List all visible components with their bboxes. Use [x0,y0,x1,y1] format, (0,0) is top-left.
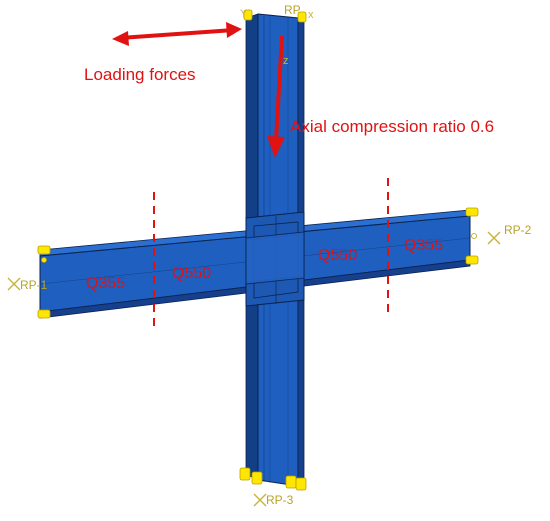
rp-1-label: RP-1 [20,278,48,292]
loading-forces-label: Loading forces [84,65,196,84]
rp-2-label: RP-2 [504,223,532,237]
steel-grade-right-inner: Q550 [318,247,357,264]
constraint-markers [37,9,479,491]
axis-y-label: Y [240,8,248,20]
rp-3-label: RP-3 [266,493,294,507]
steel-grade-left-inner: Q550 [172,265,211,282]
axial-compression-label: Axial compression ratio 0.6 [290,117,494,136]
axial-compression-arrow [267,35,285,158]
axis-x-label: x [308,9,314,21]
rp-cross-markers [7,231,501,507]
steel-grade-left-outer: Q355 [86,275,125,292]
steel-grade-right-outer: Q355 [404,237,443,254]
rp-top-label: RP [284,3,301,17]
loading-forces-arrow [112,22,242,46]
joint-panel [245,211,305,307]
axis-z-label: z [283,55,289,67]
